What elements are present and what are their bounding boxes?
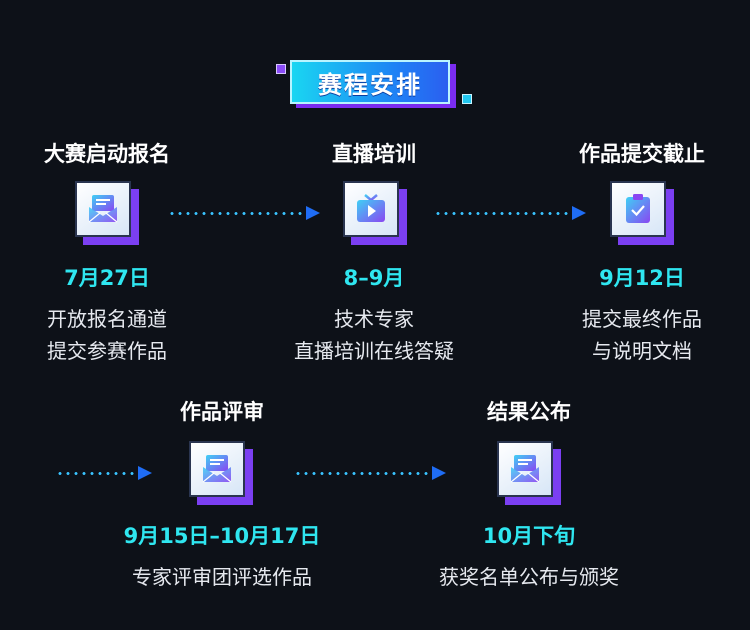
step-4-desc-line: 专家评审团评选作品 <box>132 565 312 589</box>
step-3-date: 9月12日 <box>599 266 685 290</box>
mail-icon <box>497 441 563 505</box>
step-1-date: 7月27日 <box>64 266 150 290</box>
step-4-desc: 专家评审团评选作品 <box>92 561 352 593</box>
step-3-desc: 提交最终作品 与说明文档 <box>512 303 750 367</box>
step-2-desc: 技术专家 直播培训在线答疑 <box>244 303 504 367</box>
arrow-connector <box>168 206 320 220</box>
mail-icon <box>189 441 255 505</box>
step-5-desc-line: 获奖名单公布与颁奖 <box>439 565 619 589</box>
step-1-desc-line: 开放报名通道 <box>47 307 167 331</box>
step-3-desc-line: 提交最终作品 <box>582 307 702 331</box>
section-title-badge: 赛程安排 <box>276 58 476 114</box>
arrow-connector <box>56 466 152 480</box>
step-5-desc: 获奖名单公布与颁奖 <box>399 561 659 593</box>
step-4-date: 9月15日–10月17日 <box>123 524 321 548</box>
step-2-desc-line: 直播培训在线答疑 <box>294 339 454 363</box>
mail-icon <box>75 181 141 245</box>
step-3-title: 作品提交截止 <box>579 142 705 166</box>
step-5-title: 结果公布 <box>487 400 571 424</box>
clipboard-check-icon <box>610 181 676 245</box>
decor-square <box>462 94 472 104</box>
step-5-date: 10月下旬 <box>482 524 576 548</box>
step-1-title: 大赛启动报名 <box>44 142 170 166</box>
page-title: 赛程安排 <box>290 60 450 104</box>
arrow-connector <box>294 466 446 480</box>
step-2-date: 8–9月 <box>343 266 405 290</box>
step-4-title: 作品评审 <box>180 400 264 424</box>
tv-play-icon <box>343 181 409 245</box>
arrow-connector <box>434 206 586 220</box>
step-1-desc-line: 提交参赛作品 <box>47 339 167 363</box>
step-1-desc: 开放报名通道 提交参赛作品 <box>0 303 237 367</box>
decor-square <box>276 64 286 74</box>
step-3-desc-line: 与说明文档 <box>592 339 692 363</box>
step-2-desc-line: 技术专家 <box>334 307 414 331</box>
step-2-title: 直播培训 <box>332 142 416 166</box>
